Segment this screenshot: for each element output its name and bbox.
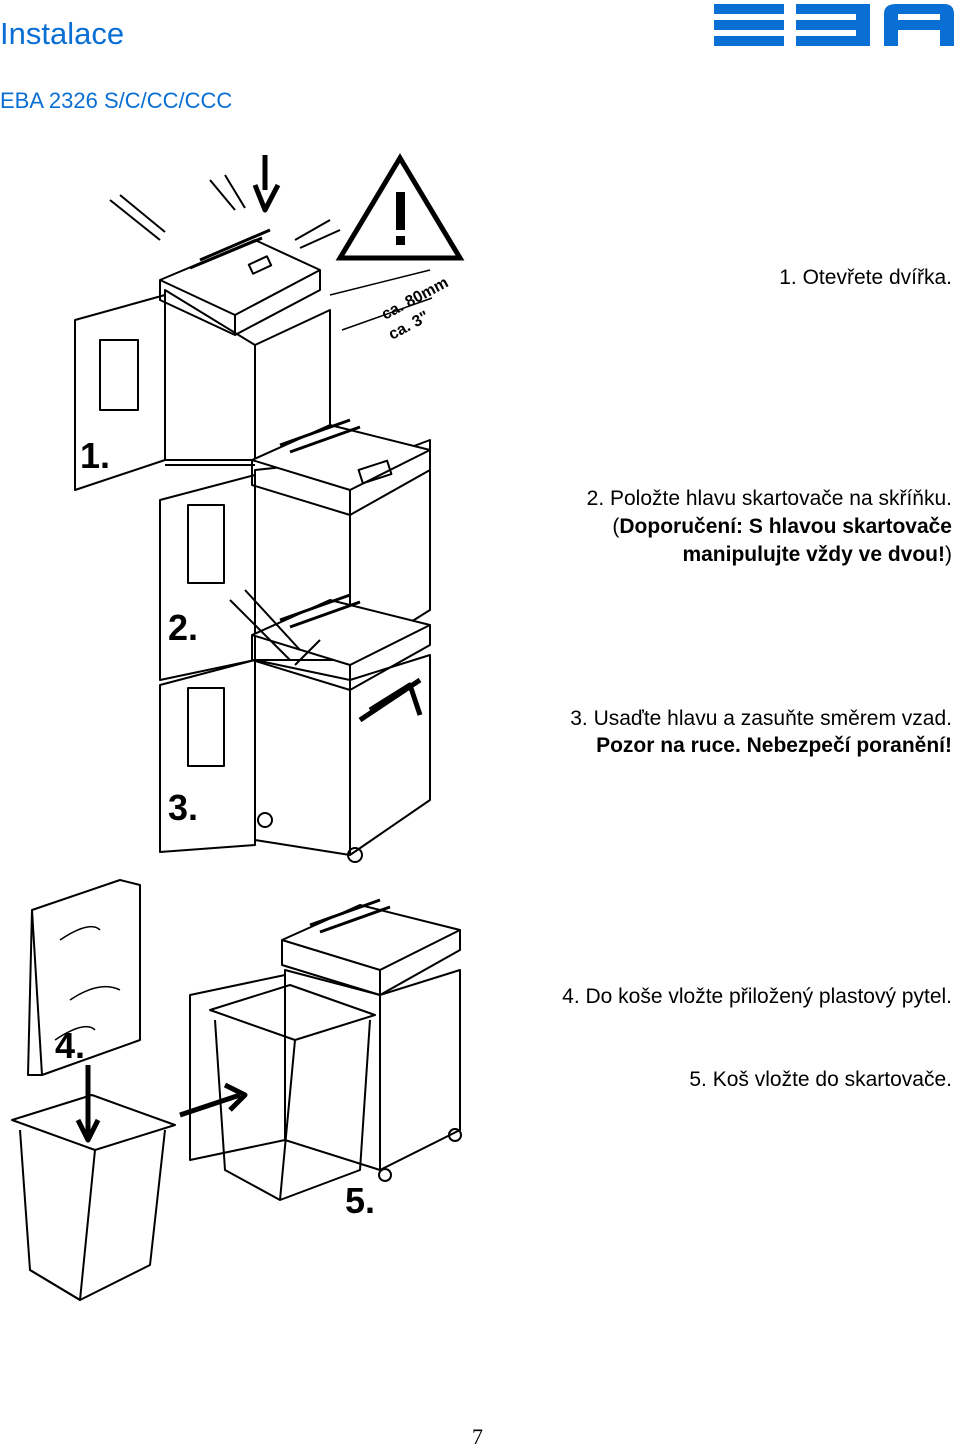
eba-logo [714,2,956,48]
model-subtitle: EBA 2326 S/C/CC/CCC [0,88,233,113]
step-number-1: 1. [80,435,110,476]
step-number-5: 5. [345,1180,375,1221]
page-title: Instalace [0,16,125,51]
warning-triangle-icon [335,153,465,261]
page-number: 7 [472,1424,483,1449]
step-number-3: 3. [168,787,198,828]
step-2-text: 2. Položte hlavu skartovače na skříňku. [586,487,952,510]
step-4-text: 4. Do koše vložte přiložený plastový pyt… [562,985,952,1008]
step-number-2: 2. [168,607,198,648]
step-number-4: 4. [55,1025,85,1066]
step-2-note-line2: manipulujte vždy ve dvou!) [682,543,952,566]
step-1-text: 1. Otevřete dvířka. [779,266,952,289]
step-3-text: 3. Usaďte hlavu a zasuňte směrem vzad. [570,707,952,730]
step-5-text: 5. Koš vložte do skartovače. [689,1068,952,1091]
step-2-note-line1: (Doporučení: S hlavou skartovače [612,515,952,538]
step-3-warning: Pozor na ruce. Nebezpečí poranění! [596,734,952,757]
installation-illustration: 1. 2. 3. 4. 5. ca. 80mm ca. 3" [11,153,465,1301]
